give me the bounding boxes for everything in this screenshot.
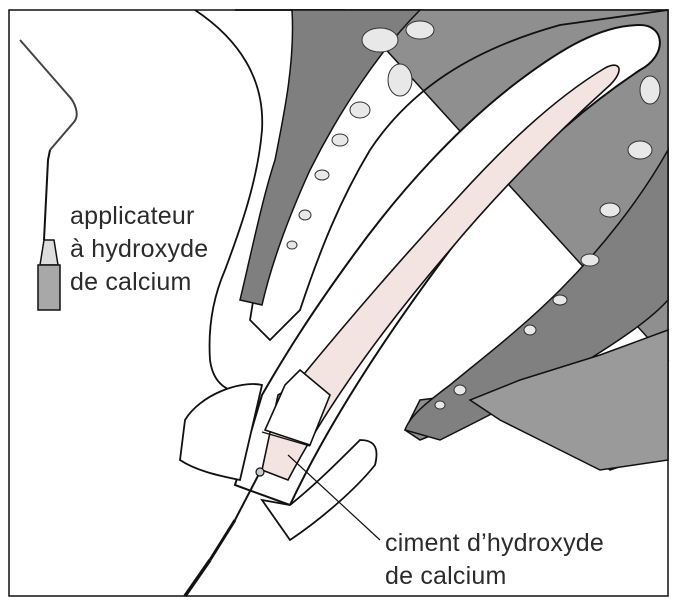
applicator-label-line-1: applicateur bbox=[70, 202, 195, 230]
cement-label: ciment d’hydroxyde de calcium bbox=[385, 529, 604, 590]
applicator-label: applicateur à hydroxyde de calcium bbox=[70, 202, 208, 296]
probe-tip-icon bbox=[185, 468, 264, 596]
applicator-label-line-3: de calcium bbox=[70, 268, 192, 296]
applicator-label-line-2: à hydroxyde bbox=[70, 235, 208, 263]
cement-label-line-2: de calcium bbox=[385, 562, 507, 590]
cement-label-line-1: ciment d’hydroxyde bbox=[385, 529, 604, 557]
calcium-hydroxide-applicator-icon bbox=[20, 40, 77, 310]
